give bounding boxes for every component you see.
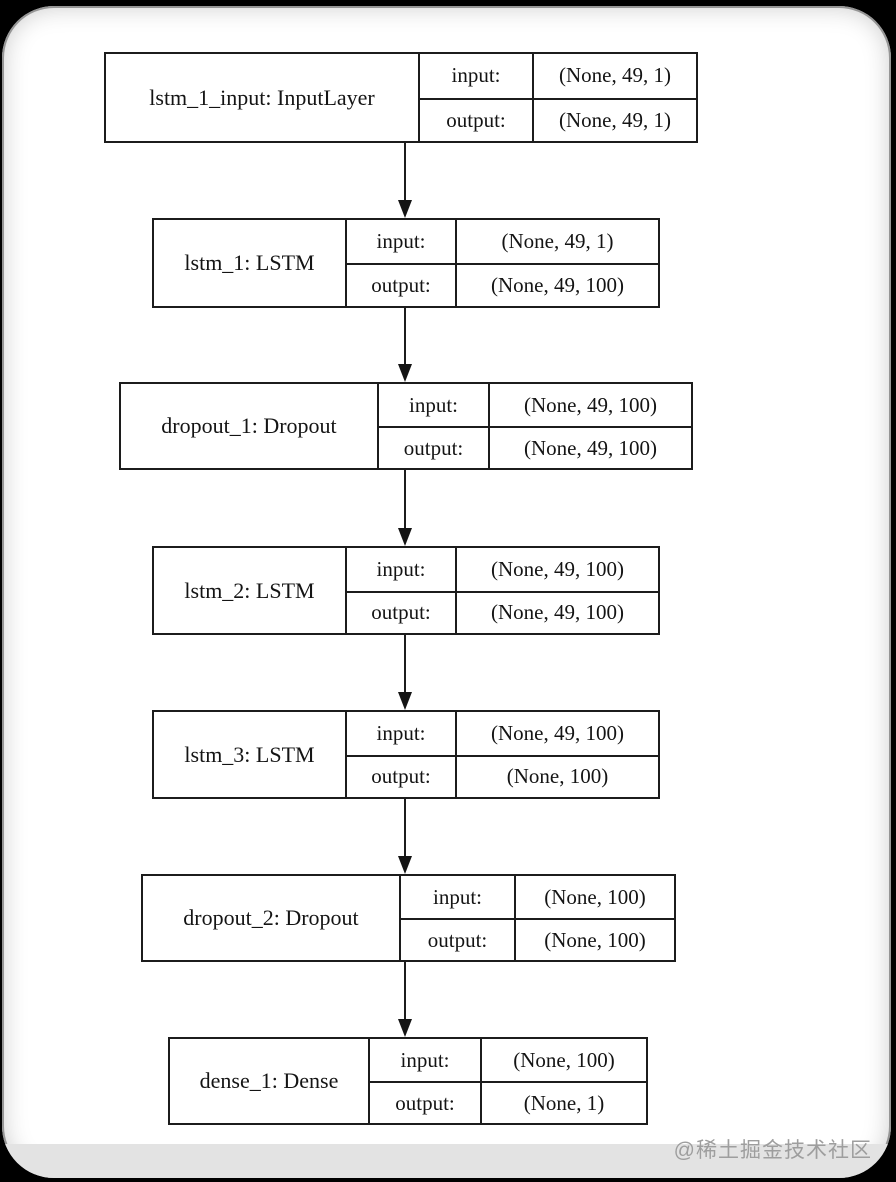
input-shape: (None, 49, 100) — [491, 720, 624, 745]
input-shape: (None, 49, 1) — [501, 229, 614, 253]
flow-arrow — [398, 308, 412, 382]
output-shape: (None, 49, 1) — [534, 97, 696, 142]
layer-node-input: lstm_1_input: InputLayer input: (None, 4… — [104, 52, 698, 143]
arrow-head-icon — [398, 364, 412, 382]
output-label: output: — [420, 97, 534, 141]
arrow-stem — [404, 143, 406, 200]
output-shape: (None, 49, 100) — [457, 263, 658, 306]
input-label: input: — [401, 876, 516, 918]
flow-arrow — [398, 635, 412, 710]
arrow-stem — [404, 962, 406, 1019]
layer-name: lstm_2: LSTM — [154, 548, 347, 633]
layer-node-lstm-2: lstm_2: LSTM input: (None, 49, 100) outp… — [152, 546, 660, 635]
output-shape: (None, 49, 100) — [490, 426, 691, 468]
layer-name: lstm_3: LSTM — [154, 712, 347, 797]
output-shape: (None, 100) — [516, 918, 674, 960]
layer-name: lstm_1: LSTM — [154, 220, 347, 306]
layer-name: dropout_1: Dropout — [121, 384, 379, 468]
flow-arrow — [398, 143, 412, 218]
input-shape: (None, 49, 100) — [524, 392, 657, 417]
input-label: input: — [420, 54, 534, 98]
input-label: input: — [347, 220, 457, 263]
output-label: output: — [401, 918, 516, 960]
output-shape: (None, 1) — [482, 1081, 646, 1123]
output-label: output: — [347, 263, 457, 306]
input-shape: (None, 49, 100) — [491, 556, 624, 581]
input-label: input: — [370, 1039, 482, 1081]
output-shape: (None, 49, 100) — [457, 590, 658, 634]
flow-arrow — [398, 799, 412, 874]
layer-node-dropout-1: dropout_1: Dropout input: (None, 49, 100… — [119, 382, 693, 470]
layer-name: lstm_1_input: InputLayer — [106, 54, 420, 141]
output-label: output: — [347, 590, 457, 633]
input-shape: (None, 100) — [513, 1047, 615, 1072]
flow-arrow — [398, 470, 412, 546]
arrow-stem — [404, 470, 406, 528]
arrow-stem — [404, 635, 406, 692]
output-label: output: — [370, 1081, 482, 1123]
bottom-gray-band — [2, 1144, 891, 1178]
arrow-head-icon — [398, 200, 412, 218]
output-shape: (None, 100) — [457, 754, 658, 798]
output-label: output: — [379, 426, 490, 468]
layer-name: dropout_2: Dropout — [143, 876, 401, 960]
arrow-head-icon — [398, 528, 412, 546]
output-label: output: — [347, 754, 457, 797]
input-label: input: — [379, 384, 490, 426]
layer-node-dropout-2: dropout_2: Dropout input: (None, 100) ou… — [141, 874, 676, 962]
layer-node-lstm-3: lstm_3: LSTM input: (None, 49, 100) outp… — [152, 710, 660, 799]
layer-name: dense_1: Dense — [170, 1039, 370, 1123]
arrow-stem — [404, 308, 406, 364]
input-shape: (None, 100) — [544, 884, 646, 909]
input-label: input: — [347, 712, 457, 755]
arrow-stem — [404, 799, 406, 856]
input-shape: (None, 49, 1) — [559, 63, 671, 88]
layer-node-lstm-1: lstm_1: LSTM input: (None, 49, 1) output… — [152, 218, 660, 308]
input-label: input: — [347, 548, 457, 591]
arrow-head-icon — [398, 1019, 412, 1037]
flow-arrow — [398, 962, 412, 1037]
layer-node-dense-1: dense_1: Dense input: (None, 100) output… — [168, 1037, 648, 1125]
arrow-head-icon — [398, 692, 412, 710]
arrow-head-icon — [398, 856, 412, 874]
watermark: @稀土掘金技术社区 — [673, 1139, 872, 1162]
